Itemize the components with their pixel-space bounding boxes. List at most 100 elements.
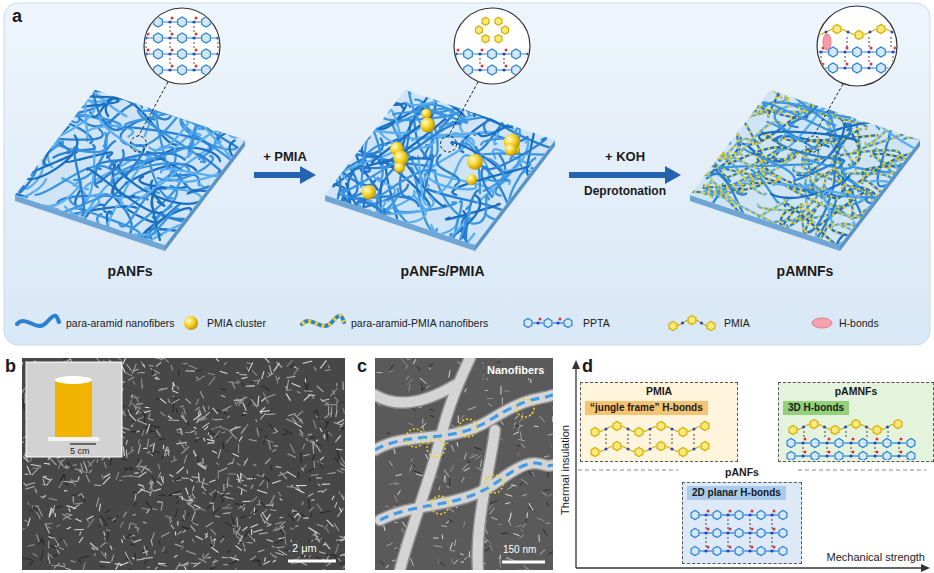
- sem-fiber: [135, 407, 140, 408]
- sem-fiber: [337, 470, 343, 473]
- sem-fiber: [116, 563, 120, 570]
- sem-fiber: [275, 522, 282, 524]
- nanofiber: [346, 102, 403, 128]
- nanofiber: [304, 180, 327, 211]
- sem-fiber: [319, 462, 323, 468]
- sem-fiber: [146, 501, 151, 509]
- sem-fiber: [177, 531, 181, 534]
- pmia-coating: [784, 203, 850, 256]
- sem-fiber: [80, 556, 90, 559]
- nanofiber: [704, 191, 776, 224]
- sem-fiber: [215, 426, 222, 428]
- sem-fiber: [102, 474, 104, 479]
- sem-fiber: [174, 456, 175, 461]
- nanofiber: [873, 204, 934, 245]
- sem-fiber: [193, 523, 199, 526]
- sem-fiber: [286, 570, 291, 571]
- nitrogen-atom: [869, 31, 872, 34]
- nitrogen-atom: [478, 68, 481, 71]
- sem-fiber: [147, 439, 148, 447]
- sem-fiber: [260, 413, 265, 419]
- sem-fiber: [63, 358, 70, 360]
- sem-fiber: [196, 536, 203, 540]
- sem-fiber: [259, 533, 268, 534]
- nanofiber: [478, 226, 505, 262]
- nanofiber: [150, 98, 203, 151]
- benzene-ring: [901, 47, 910, 57]
- sem-fiber: [322, 489, 327, 493]
- oxygen-atom: [171, 33, 174, 36]
- oxygen-atom: [457, 65, 460, 68]
- pmia-coating: [666, 154, 711, 185]
- sem-fiber: [251, 399, 257, 407]
- sem-fiber: [155, 378, 160, 379]
- nanofiber: [16, 134, 58, 153]
- oxygen-atom: [822, 63, 825, 66]
- sem-fiber: [242, 377, 248, 378]
- sem-fiber: [236, 479, 244, 481]
- sem-fiber: [315, 533, 320, 542]
- sem-fiber: [161, 476, 164, 483]
- sem-fiber: [320, 419, 329, 424]
- nanofiber: [0, 77, 72, 109]
- sem-fiber: [320, 399, 323, 402]
- nanofiber: [32, 132, 70, 153]
- nanofiber: [0, 121, 35, 151]
- sem-fiber: [246, 385, 255, 386]
- pmia-coating: [903, 164, 925, 232]
- sem-fiber: [125, 552, 128, 558]
- pmia-coating: [685, 185, 695, 223]
- sem-fiber: [185, 566, 189, 570]
- h-bond-line: [821, 56, 822, 64]
- nanofiber: [858, 188, 901, 242]
- sem-fiber: [133, 492, 137, 493]
- nanofiber: [421, 234, 452, 291]
- benzene-ring: [202, 65, 211, 75]
- benzene-ring: [464, 65, 473, 75]
- sem-fiber: [261, 514, 265, 523]
- sem-fiber: [134, 395, 138, 402]
- sem-fiber: [137, 466, 140, 470]
- sem-texture: [499, 562, 501, 568]
- sem-fiber: [131, 431, 137, 432]
- sem-fiber: [33, 553, 38, 556]
- sem-fiber: [240, 473, 241, 479]
- nanofiber: [385, 222, 416, 258]
- sem-fiber: [310, 440, 317, 447]
- sem-fiber: [116, 358, 122, 361]
- sem-fiber: [146, 501, 148, 505]
- nanofiber: [481, 167, 492, 196]
- sem-fiber: [49, 508, 53, 517]
- nanofiber: [44, 141, 52, 165]
- sem-fiber: [97, 459, 99, 463]
- sem-fiber: [327, 520, 334, 527]
- sem-fiber: [22, 528, 25, 531]
- sem-fiber: [338, 491, 340, 494]
- sem-fiber: [152, 366, 154, 375]
- benzene-ring: [512, 49, 521, 59]
- sem-fiber: [272, 546, 275, 548]
- sem-fiber: [87, 519, 89, 523]
- sem-fiber: [112, 555, 114, 563]
- sem-fiber: [143, 448, 148, 449]
- sem-fiber: [276, 376, 278, 384]
- amide-bond: [211, 21, 225, 22]
- sem-fiber: [150, 428, 152, 432]
- benzene-ring: [855, 31, 863, 40]
- nanofiber: [726, 215, 751, 284]
- sem-texture: [522, 494, 527, 496]
- oxygen-atom: [870, 63, 873, 66]
- sem-fiber: [253, 530, 262, 533]
- sem-fiber: [303, 454, 310, 456]
- sem-fiber: [238, 444, 239, 454]
- sem-fiber: [189, 495, 191, 503]
- h-bond-line: [504, 58, 505, 66]
- nanofiber: [407, 77, 462, 105]
- sem-fiber: [233, 453, 239, 456]
- sem-fiber: [202, 553, 204, 558]
- sem-fiber: [23, 457, 28, 462]
- nitrogen-atom: [454, 52, 457, 55]
- sem-fiber: [339, 562, 345, 565]
- sem-fiber: [140, 489, 141, 492]
- oxygen-atom: [219, 65, 222, 68]
